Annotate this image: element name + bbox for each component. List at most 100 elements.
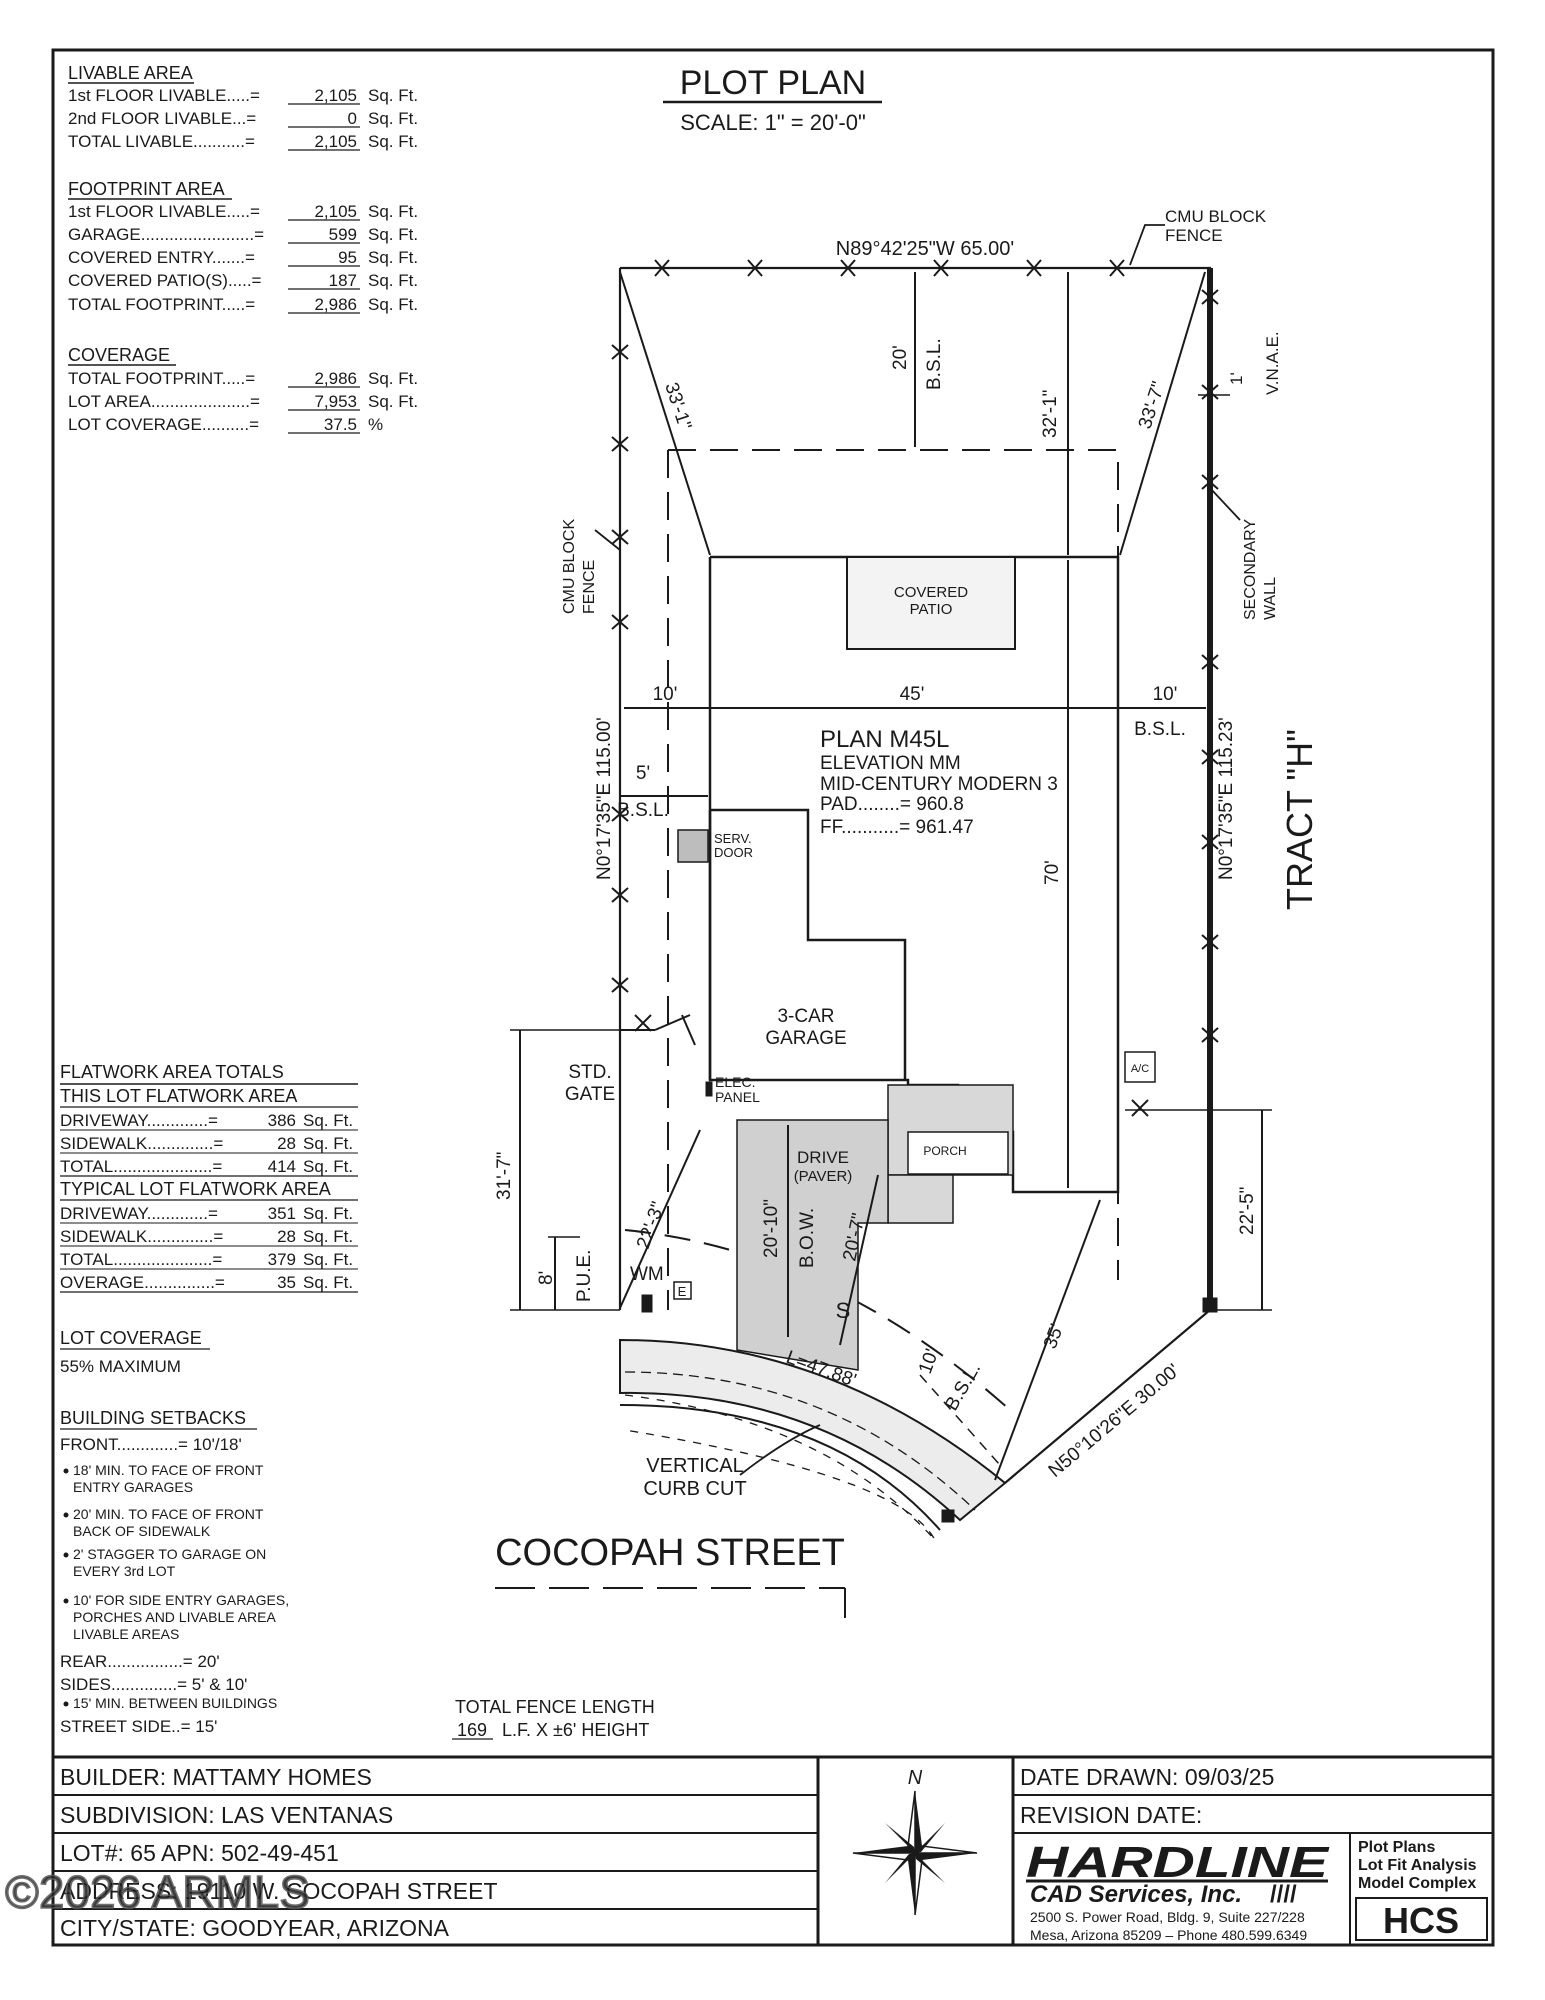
company-sub: CAD Services, Inc. [1030,1881,1242,1908]
armls-watermark: ©2026 ARMLS [5,1866,310,1918]
row-value: 2,986 [314,369,357,388]
row-value: 7,953 [314,392,357,411]
service-3: Model Complex [1358,1875,1476,1892]
lot-coverage-value: 55% MAXIMUM [60,1357,181,1376]
setbacks-block: BUILDING SETBACKS FRONT.............= 10… [60,1408,289,1736]
row-unit: Sq. Ft. [368,225,418,244]
dim-line-33-7 [1119,271,1206,556]
row-unit: Sq. Ft. [303,1250,353,1269]
dim-line-22-3 [619,1129,701,1309]
water-meter-box [641,1294,653,1313]
row-label: COVERED PATIO(S).....= [68,271,262,290]
building-setback-line [667,449,1119,1310]
porch-label: PORCH [923,1144,966,1158]
elec-panel-line1: ELEC. [715,1074,755,1090]
lot-apn-field: LOT#: 65 APN: 502-49-451 [60,1840,339,1866]
address-field: ADDRESS: 19110 W. COCOPAH STREET [60,1878,498,1904]
setback-rear: REAR................= 20' [60,1652,220,1671]
typical-heading: TYPICAL LOT FLATWORK AREA [60,1179,331,1199]
row-unit: Sq. Ft. [303,1111,353,1130]
row-label: SIDEWALK..............= [60,1134,223,1153]
setback-note: 2' STAGGER TO GARAGE ON [73,1546,266,1562]
setbacks-heading: BUILDING SETBACKS [60,1408,246,1428]
hardline-logo: HARDLINE CAD Services, Inc. //// 2500 S.… [1026,1833,1488,1945]
company-name: HARDLINE [1026,1838,1330,1887]
row-label: DRIVEWAY.............= [60,1204,218,1223]
row-value: 599 [329,225,357,244]
serv-door-line2: DOOR [714,845,753,860]
livable-row: 2nd FLOOR LIVABLE...= 0 Sq. Ft. [68,109,418,128]
title-block [53,1755,1493,1945]
row-value: 2,105 [314,202,357,221]
plan-ff: FF...........= 961.47 [820,817,974,838]
row-unit: Sq. Ft. [368,109,418,128]
livable-area-heading: LIVABLE AREA [68,63,193,83]
row-unit: Sq. Ft. [368,248,418,267]
row-value: 28 [277,1227,296,1246]
row-value: 187 [329,271,357,290]
tract-label: TRACT "H" [1279,729,1320,910]
electric-box [673,1281,692,1300]
curb-cut-line2: CURB CUT [643,1478,746,1500]
s-mark: S [836,1298,851,1323]
row-unit: Sq. Ft. [368,369,418,388]
covered-patio-line2: PATIO [910,601,953,618]
bsl-left-label: B.S.L. [617,800,669,821]
ac-box [1124,1051,1156,1083]
setback-note: 18' MIN. TO FACE OF FRONT [73,1462,264,1478]
row-label: OVERAGE...............= [60,1273,225,1292]
elec-panel-box [705,1081,713,1097]
row-unit: Sq. Ft. [303,1204,353,1223]
std-gate-line1: STD. [568,1062,611,1083]
dim-31-7-label: 31'-7" [494,1152,515,1200]
row-label: 1st FLOOR LIVABLE.....= [68,86,260,105]
row-unit: Sq. Ft. [368,295,418,314]
ac-label: A/C [1131,1063,1149,1075]
sheet-border [51,48,1495,1947]
row-value: 2,986 [314,295,357,314]
row-value: 95 [338,248,357,267]
vnae-dim: 1' [1227,372,1246,385]
row-label: 1st FLOOR LIVABLE.....= [68,202,260,221]
cmu-fence-top-line1: CMU BLOCK [1165,207,1267,226]
dim-8-label: 8' [536,1271,557,1285]
dim-22-5-label: 22'-5" [1237,1187,1258,1235]
plot-plan-title: PLOT PLAN [680,64,866,102]
city-state-field: CITY/STATE: GOODYEAR, ARIZONA [60,1915,450,1941]
hcs-logo-letters: HCS [1383,1900,1459,1941]
garage-line1: 3-CAR [777,1006,834,1027]
row-unit: % [368,415,383,434]
covered-patio-line1: COVERED [894,584,968,601]
drive-line1: DRIVE [797,1148,849,1167]
setback-note: 10' FOR SIDE ENTRY GARAGES, [73,1592,289,1608]
dim-20-10-label: 20'-10" [761,1199,782,1258]
company-address-2: Mesa, Arizona 85209 – Phone 480.599.6349 [1030,1927,1307,1943]
north-label: N [908,1767,923,1789]
setback-front: FRONT.............= 10'/18' [60,1435,242,1454]
rear-setback-dim: 20' [890,345,911,370]
plan-name: PLAN M45L [820,726,949,753]
row-label: GARAGE........................= [68,225,264,244]
row-unit: Sq. Ft. [303,1157,353,1176]
row-unit: Sq. Ft. [303,1134,353,1153]
pue-label: P.U.E. [574,1250,595,1302]
coverage-heading: COVERAGE [68,345,170,365]
builder-field: BUILDER: MATTAMY HOMES [60,1764,372,1790]
cmu-fence-left-line2: FENCE [581,560,598,614]
curb-cut-line1: VERTICAL [646,1455,743,1477]
setback-note: LIVABLE AREAS [73,1626,179,1642]
plan-pad: PAD........= 960.8 [820,794,964,815]
row-value: 386 [268,1111,296,1130]
left-bearing: N0°17'35"E 115.00' [594,717,615,880]
right-bearing: N0°17'35"E 115.23' [1216,717,1237,880]
coverage-table: COVERAGE TOTAL FOOTPRINT.....= 2,986 Sq.… [68,345,418,434]
company-address-1: 2500 S. Power Road, Bldg. 9, Suite 227/2… [1030,1909,1305,1925]
livable-row: TOTAL LIVABLE...........= 2,105 Sq. Ft. [68,132,418,151]
setback-street-side: STREET SIDE..= 15' [60,1717,217,1736]
std-gate-line2: GATE [565,1084,615,1105]
wm-label: WM [630,1264,664,1285]
company-slashes: //// [1270,1881,1297,1908]
row-label: TOTAL FOOTPRINT.....= [68,295,255,314]
fence-markers [611,259,1219,1117]
this-lot-heading: THIS LOT FLATWORK AREA [60,1086,297,1106]
